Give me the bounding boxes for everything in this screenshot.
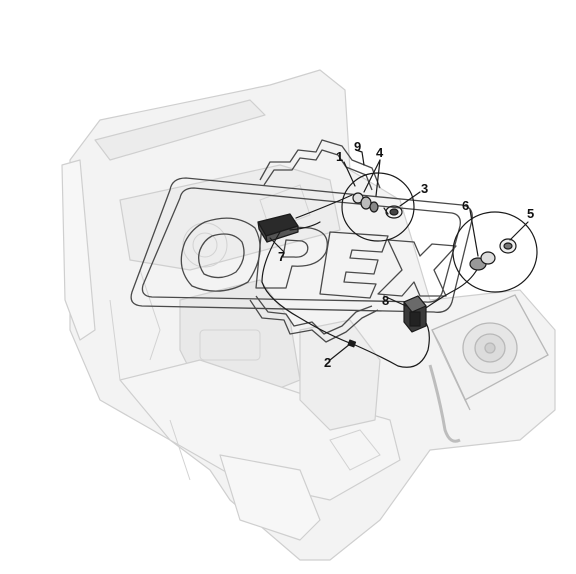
leader-1 (343, 161, 356, 187)
callout-5: 5 (527, 206, 535, 221)
callout-3: 3 (421, 181, 429, 196)
callout-7: 7 (278, 249, 286, 264)
leader-3 (399, 191, 421, 207)
callout-9: 9 (354, 139, 362, 154)
callout-8: 8 (382, 293, 390, 308)
leader-4b (375, 159, 381, 197)
leader-8 (383, 295, 407, 307)
part-8-connector (403, 295, 427, 333)
part-7-control-box (257, 213, 299, 243)
leader-4a (363, 159, 381, 193)
part-4-grommets (352, 192, 379, 213)
callout-6: 6 (462, 198, 470, 213)
leader-6 (469, 209, 479, 257)
leader-5 (509, 221, 529, 241)
part-5-6-fittings (469, 238, 517, 271)
callout-4: 4 (376, 145, 384, 160)
leader-7 (269, 237, 285, 253)
callout-2: 2 (324, 355, 332, 370)
part-3-clip (383, 205, 403, 219)
detail-circle-right (452, 211, 538, 293)
leader-9 (355, 149, 365, 166)
callout-1: 1 (336, 149, 344, 164)
leader-2 (329, 343, 351, 361)
